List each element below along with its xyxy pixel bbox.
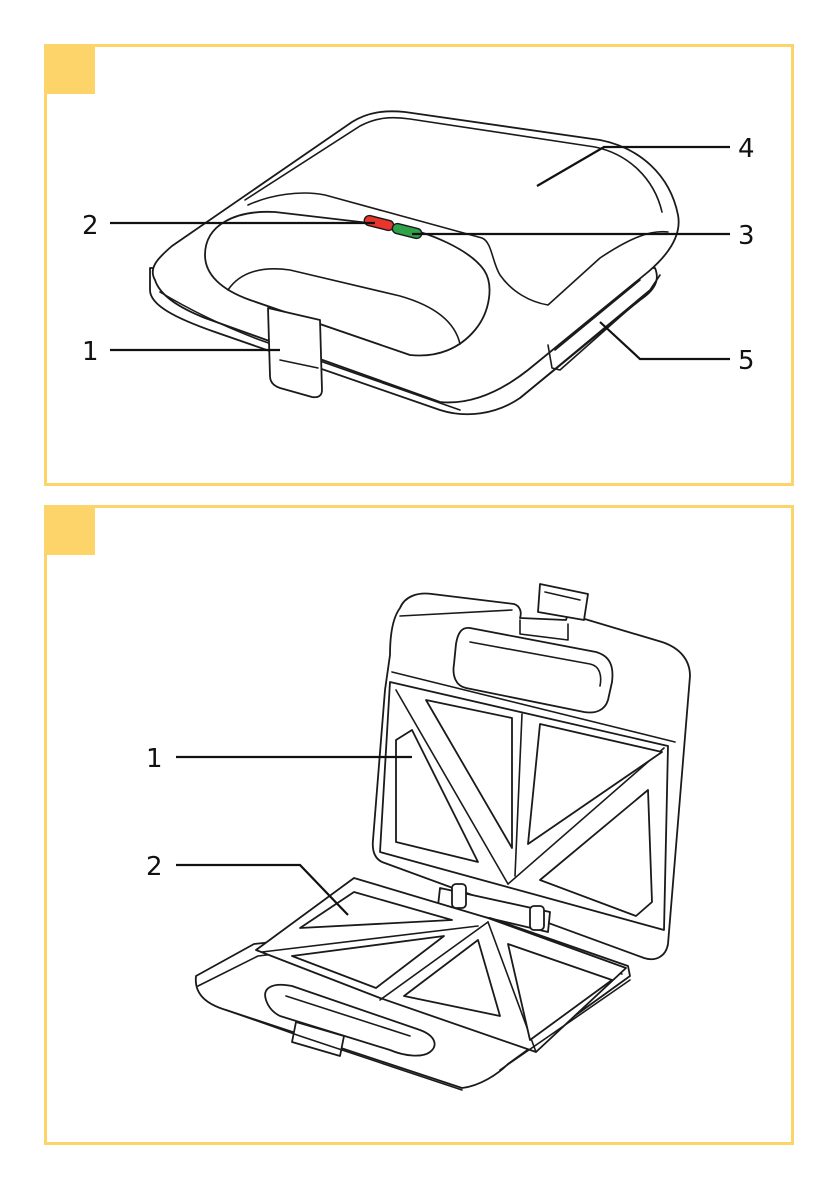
callout-a-5: 5 bbox=[738, 346, 755, 376]
callout-b-2: 2 bbox=[146, 852, 163, 882]
callout-a-2: 2 bbox=[82, 211, 99, 241]
open-appliance-drawing bbox=[196, 584, 690, 1090]
lid-latch bbox=[268, 308, 322, 397]
callout-a-3: 3 bbox=[738, 221, 755, 251]
callout-b-1: 1 bbox=[146, 744, 163, 774]
closed-appliance-drawing bbox=[150, 111, 679, 414]
callout-a-4: 4 bbox=[738, 134, 755, 164]
lid-top-clip bbox=[538, 584, 588, 620]
callout-a-1: 1 bbox=[82, 337, 99, 367]
